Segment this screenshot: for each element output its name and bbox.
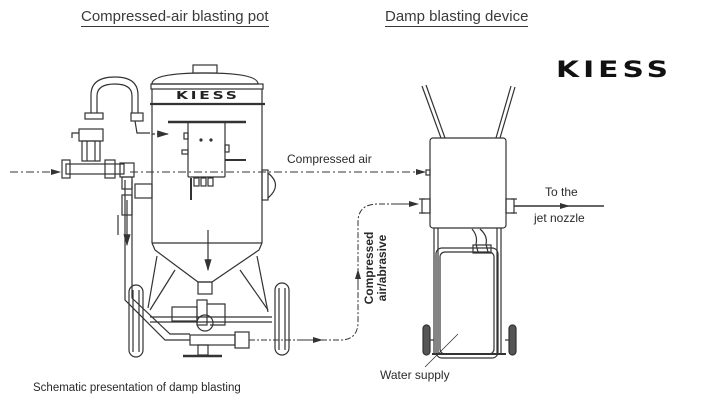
- pot-outlet: [197, 281, 213, 295]
- pot-lid: [151, 72, 259, 85]
- title-damp-blasting-device: Damp blasting device: [385, 8, 529, 27]
- label-compressed-air-abrasive: Compressed air/abrasive: [362, 232, 473, 349]
- air-valve-assembly: [61, 76, 170, 235]
- pot-wheel-left: [128, 284, 144, 358]
- diagram-caption: Schematic presentation of damp blasting: [33, 382, 241, 394]
- damp-blasting-device: [419, 84, 517, 368]
- label-jet-nozzle: jet nozzle: [534, 211, 585, 225]
- kiess-logo: KIESS: [556, 58, 673, 83]
- control-box: [187, 121, 226, 178]
- blasting-pot: [123, 64, 290, 358]
- device-wheel-right: [508, 324, 517, 356]
- title-blasting-pot: Compressed-air blasting pot: [81, 8, 269, 27]
- valve-head: [78, 128, 104, 142]
- pot-outlet-coupling: [234, 331, 250, 349]
- abrasive-hose-line: [249, 203, 418, 341]
- label-compressed-air: Compressed air: [287, 152, 372, 166]
- label-air-abrasive: air/abrasive: [375, 234, 389, 302]
- label-to-the: To the: [545, 185, 578, 199]
- pot-kiess-badge: KIESS: [176, 89, 240, 102]
- device-box: [429, 137, 507, 229]
- pot-wheel-right: [274, 282, 290, 356]
- pot-lid-handle: [192, 64, 218, 74]
- label-water-supply: Water supply: [380, 368, 450, 382]
